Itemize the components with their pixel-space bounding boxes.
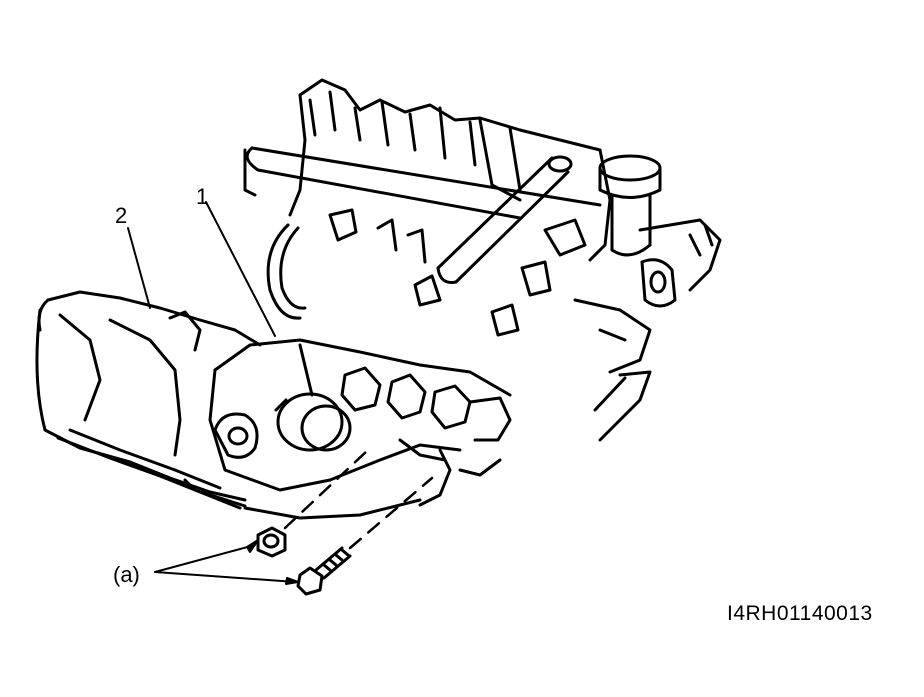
cylinder-head-bolts bbox=[328, 208, 587, 337]
manifold-flange-boss bbox=[213, 412, 259, 459]
mounting-bracket bbox=[573, 258, 677, 442]
callout-label-a: (a) bbox=[113, 562, 140, 587]
figure-code: I4RH01140013 bbox=[727, 602, 873, 625]
cover-rail bbox=[243, 146, 602, 220]
callout-label-1: 1 bbox=[196, 184, 209, 209]
callout-leaders bbox=[127, 201, 299, 585]
nut bbox=[256, 526, 287, 558]
assembly-guide-lines bbox=[283, 448, 434, 550]
pipe bbox=[436, 155, 573, 284]
coolant-hose bbox=[266, 223, 307, 320]
heat-shield bbox=[35, 290, 262, 510]
callout-label-2: 2 bbox=[115, 203, 128, 228]
bolt bbox=[296, 546, 352, 596]
oxygen-sensor bbox=[274, 392, 352, 452]
exhaust-manifold bbox=[208, 338, 512, 507]
engine-block bbox=[288, 78, 722, 292]
oil-filler-cap bbox=[598, 154, 662, 257]
lower-edge bbox=[243, 458, 502, 520]
